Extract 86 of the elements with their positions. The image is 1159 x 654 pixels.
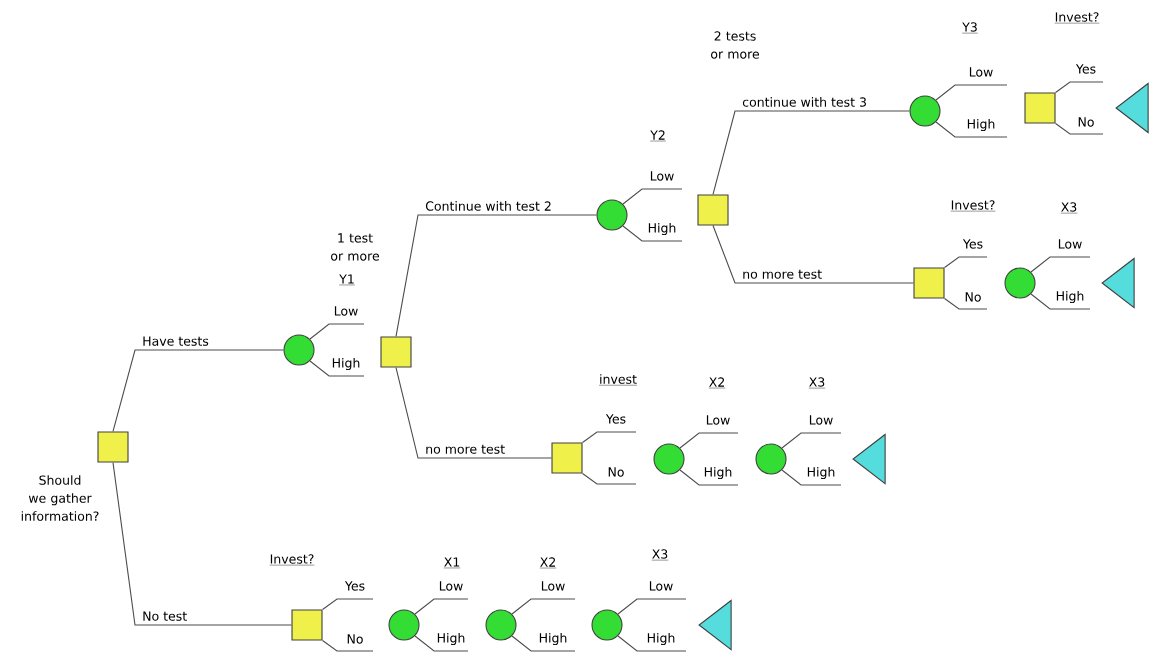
branch-label: Low [706, 415, 730, 425]
branch-line [322, 598, 374, 610]
node-heading: Y2 [650, 130, 666, 142]
branch-line [944, 298, 988, 310]
node-heading: Invest? [1054, 12, 1100, 24]
branch-label: High [704, 466, 732, 480]
branch-line [935, 121, 1008, 138]
branch-line [622, 188, 683, 205]
branch-label: Low [649, 581, 673, 591]
branch-line [582, 473, 637, 485]
node-heading: X2 [539, 557, 557, 569]
node-heading: X2 [708, 377, 726, 389]
branch-line [935, 84, 1008, 101]
branch-line [582, 431, 637, 443]
branch-label: High [1056, 290, 1084, 304]
branch-label: Yes [605, 414, 626, 424]
node-heading: X1 [443, 557, 461, 569]
end-triangle [1115, 82, 1149, 134]
node-heading: invest [598, 374, 638, 386]
node-heading: Y3 [962, 22, 978, 34]
branch-label: Low [650, 171, 674, 181]
branch-line [622, 225, 683, 242]
branch-label: No [347, 634, 363, 644]
branch-label: High [539, 632, 567, 646]
branch-label: continue with test 3 [742, 97, 866, 107]
branch-line [395, 214, 597, 337]
branch-label: High [648, 222, 676, 236]
branch-label: Low [1058, 239, 1082, 249]
node-heading: Y1 [339, 274, 355, 286]
branch-heading: 2 tests or more [711, 31, 759, 59]
branch-label: Low [809, 415, 833, 425]
branch-label: Yes [962, 239, 983, 249]
branch-label: Continue with test 2 [425, 201, 551, 211]
branch-label: Low [439, 581, 463, 591]
end-triangle [1101, 257, 1135, 309]
branch-line [414, 598, 469, 615]
branch-label: Yes [1075, 64, 1096, 74]
end-triangle [852, 433, 886, 485]
branch-label: No [608, 467, 624, 477]
branch-line [781, 432, 842, 449]
branch-line [309, 360, 365, 377]
branch-label: no more test [426, 444, 505, 454]
branch-line [679, 469, 739, 486]
branch-heading: 1 test or more [331, 233, 379, 261]
branch-label: High [647, 632, 675, 646]
branch-line [414, 635, 469, 652]
branch-line [781, 469, 842, 486]
branch-label: Low [969, 67, 993, 77]
branch-line [112, 349, 284, 432]
branch-label: High [437, 632, 465, 646]
branch-line [944, 256, 988, 268]
branch-line [712, 110, 910, 195]
node-heading: Should we gather information? [21, 475, 99, 521]
branch-label: Low [541, 581, 565, 591]
branch-line [712, 225, 914, 284]
node-heading: Invest? [269, 554, 315, 566]
branch-label: Have tests [143, 336, 209, 346]
node-heading: X3 [1060, 202, 1078, 214]
branch-line [1030, 293, 1091, 310]
branch-label: No [1078, 117, 1094, 127]
branch-line [511, 598, 576, 615]
branch-line [395, 367, 552, 459]
node-heading: X3 [651, 549, 669, 561]
branch-line [1055, 123, 1104, 135]
branch-label: High [807, 466, 835, 480]
branch-line [322, 640, 374, 652]
branch-line [617, 635, 687, 652]
node-heading: X3 [808, 377, 826, 389]
branch-label: No [965, 292, 981, 302]
branch-label: Low [334, 306, 358, 316]
end-triangle [698, 599, 732, 651]
decision-square [697, 194, 729, 226]
branch-label: High [332, 357, 360, 371]
decision-square [380, 336, 412, 368]
branch-line [1055, 81, 1104, 93]
branch-line [617, 598, 687, 615]
branch-label: High [967, 118, 995, 132]
branch-label: No test [143, 611, 187, 621]
branch-line [309, 323, 365, 340]
branch-line [112, 462, 292, 626]
branch-line [679, 432, 739, 449]
branch-line [1030, 256, 1091, 273]
branch-label: Yes [344, 581, 365, 591]
node-heading: Invest? [950, 200, 996, 212]
branch-line [511, 635, 576, 652]
branch-label: no more test [743, 269, 822, 279]
